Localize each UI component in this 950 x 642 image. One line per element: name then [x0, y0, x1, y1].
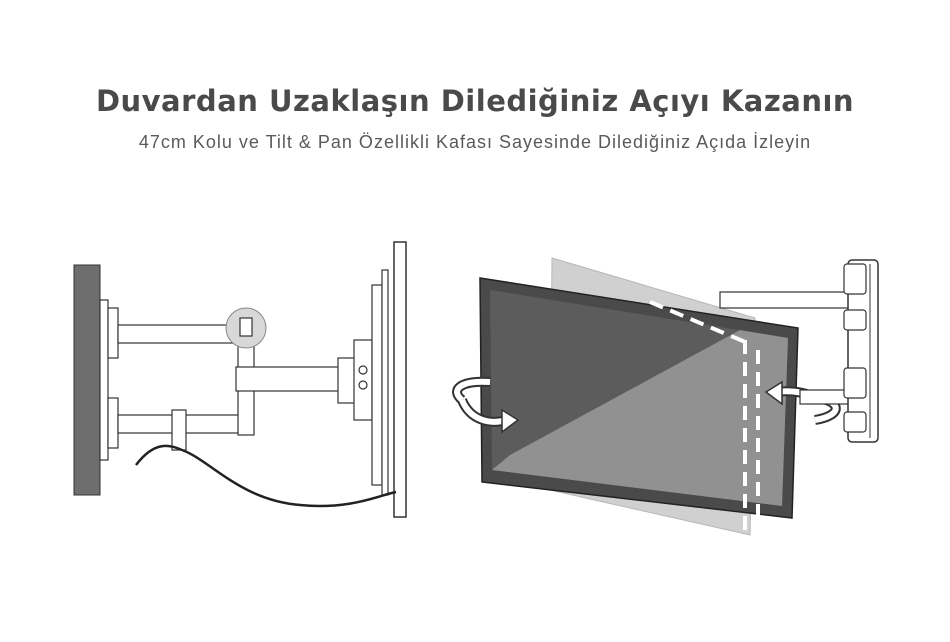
wall	[73, 264, 101, 496]
tv-panel-side	[393, 241, 407, 518]
page-title: Duvardan Uzaklaşın Dilediğiniz Açıyı Kaz…	[95, 84, 855, 118]
arm-lower	[799, 389, 851, 405]
cable	[135, 444, 397, 508]
forward-arm	[235, 366, 342, 392]
dashed-guide	[649, 300, 751, 532]
wall-plate	[99, 299, 109, 461]
arm-upper	[719, 291, 851, 309]
tilt-pan-tv-illustration	[452, 257, 879, 536]
page-subtitle: 47cm Kolu ve Tilt & Pan Özellikli Kafası…	[138, 132, 812, 152]
tv-screen-highlight	[492, 330, 788, 506]
tilt-head	[337, 357, 357, 404]
tv-bracket	[371, 284, 383, 486]
wall-mount-side-view-illustration	[73, 241, 407, 518]
rotate-arrow-icon	[452, 376, 520, 434]
